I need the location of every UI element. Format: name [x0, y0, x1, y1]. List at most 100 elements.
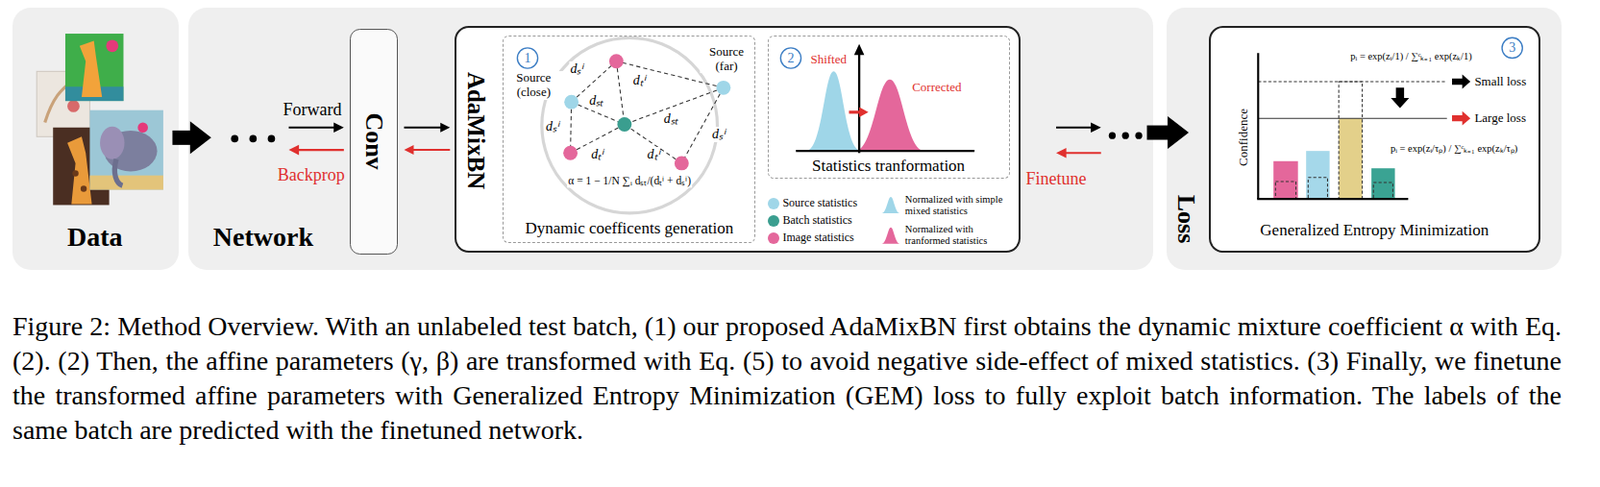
- painting-elephant: [114, 159, 123, 187]
- curve-label: Corrected: [911, 80, 961, 96]
- ellipsis-dots: [1134, 132, 1142, 140]
- distance-lines: [570, 61, 724, 164]
- arrow-head: [1167, 116, 1189, 149]
- painting-brown-giraffe: [72, 170, 78, 176]
- statistic-points: [715, 80, 731, 96]
- arrow-label: Forward: [282, 98, 342, 120]
- painting-green-giraffe: [105, 39, 119, 52]
- painting-green-giraffe: [65, 33, 124, 101]
- node-title: Statistics tranformation: [812, 156, 965, 176]
- arrow-shaft: [412, 148, 450, 151]
- confidence-chart: [1257, 80, 1447, 82]
- callout-number: 1: [523, 49, 531, 66]
- formula: pᵢ = exp(zᵢ/τₚ) / ∑ᶜₖ₌₁ exp(zₖ/τₚ): [1390, 143, 1518, 155]
- confidence-chart: [1307, 177, 1328, 199]
- statistic-points: [674, 155, 690, 171]
- ellipsis-dots: [268, 135, 276, 144]
- node-title: Conv: [359, 112, 389, 170]
- arrow-shaft: [1147, 125, 1171, 141]
- callout-number: 3: [1508, 40, 1516, 56]
- confidence-chart: [1257, 118, 1447, 120]
- distance-label: dₜⁱ: [646, 147, 661, 163]
- forward-arrow: [289, 122, 345, 133]
- arrow-head: [190, 121, 212, 154]
- ellipsis-dots: [230, 132, 1142, 144]
- confidence-chart: [1273, 161, 1298, 199]
- node-title: Dynamic coefficents generation: [524, 219, 734, 239]
- backprop-arrow: [297, 148, 345, 151]
- distance-label: dₛⁱ: [568, 61, 584, 77]
- node-title: Data: [67, 221, 124, 253]
- finetune-forward-arrow: [1056, 126, 1092, 129]
- confidence-chart: [1257, 81, 1447, 199]
- statistic-points: [564, 95, 579, 110]
- figure-caption: Figure 2: Method Overview. With an unlab…: [12, 309, 1562, 448]
- arrow-label: Finetune: [1026, 168, 1087, 189]
- callout-circle: [516, 48, 538, 69]
- confidence-chart: [1452, 74, 1471, 90]
- confidence-chart: [1338, 81, 1362, 199]
- distance-lines: [570, 101, 572, 153]
- point-label: Source (close): [504, 71, 564, 100]
- conv-layer-box: Conv: [349, 28, 398, 256]
- backprop-arrow: [289, 145, 345, 156]
- distance-label: dₛₜ: [588, 93, 604, 109]
- forward-arrow: [333, 122, 345, 133]
- distribution-curves: [848, 110, 861, 114]
- distribution-curves: [859, 106, 869, 118]
- finetune-forward-arrow: [1090, 122, 1102, 133]
- distance-label: dₛⁱ: [544, 119, 560, 135]
- arrow-shaft: [403, 126, 442, 129]
- arrow-label: Backprop: [277, 164, 345, 185]
- forward-arrow: [289, 126, 336, 129]
- confidence-chart: [1373, 182, 1393, 199]
- ellipsis-dots: [1108, 132, 1116, 140]
- axis-label: Confidence: [1236, 108, 1252, 167]
- confidence-chart: [1256, 52, 1471, 199]
- flow-arrow: [1147, 116, 1190, 149]
- node-title: Generalized Entropy Minimization: [1259, 221, 1489, 241]
- confidence-chart: [1371, 168, 1395, 199]
- distance-label: dₛₜ: [663, 111, 679, 127]
- loss-label: Small loss: [1474, 73, 1527, 89]
- node-title: AdaMixBN: [461, 72, 490, 190]
- legend-curve-samples: [881, 227, 900, 245]
- distance-label: dₜⁱ: [590, 147, 604, 163]
- distribution-curves: [795, 44, 975, 154]
- node-title: Loss: [1171, 195, 1201, 245]
- distance-label: dₛⁱ: [711, 126, 726, 143]
- legend-curve-samples: [881, 196, 900, 245]
- callout-circle: [1501, 37, 1523, 58]
- legend-text: Normalized with simple mixed statistics: [905, 195, 1008, 218]
- distribution-curves: [795, 149, 975, 152]
- painting-brown-giraffe: [67, 136, 92, 204]
- statistic-points: [616, 117, 632, 132]
- arrow-head: [440, 123, 450, 133]
- legend-text: Batch statistics: [782, 215, 852, 228]
- point-label: Source (far): [699, 45, 753, 74]
- finetune-back-arrow: [1065, 151, 1102, 154]
- flow-arrow: [403, 123, 450, 133]
- formula: α = 1 − 1/N ∑ᵢ dₛₜ/(dₜⁱ + dₛⁱ): [566, 174, 692, 188]
- curve-label: Shifted: [810, 51, 847, 67]
- statistic-points: [563, 146, 578, 161]
- finetune-back-arrow: [1056, 147, 1067, 159]
- flow-arrow: [172, 121, 211, 154]
- callout-circle: [516, 37, 1523, 69]
- legend-text: Source statistics: [782, 197, 858, 211]
- confidence-chart: [1275, 181, 1296, 199]
- arrow-shaft: [172, 130, 193, 146]
- distribution-curves: [806, 71, 862, 151]
- distribution-curves: [858, 52, 861, 153]
- painting-elephant: [99, 126, 124, 160]
- painting-pale: [67, 99, 80, 113]
- distance-label: dₜⁱ: [632, 73, 646, 89]
- statistic-points: [609, 53, 624, 69]
- arrow-head: [403, 145, 414, 155]
- confidence-chart: [1390, 87, 1409, 108]
- distribution-curves: [854, 44, 865, 56]
- legend-swatch: [767, 232, 780, 245]
- painting-elephant: [89, 110, 163, 191]
- legend-text: Image statistics: [782, 232, 854, 246]
- confidence-chart: [1256, 197, 1408, 200]
